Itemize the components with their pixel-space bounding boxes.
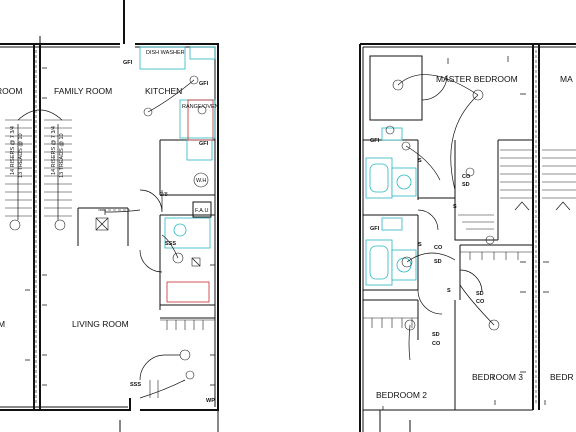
stair-right [458,149,576,230]
co-master: CO [462,174,471,180]
fau-unit [192,201,212,218]
range-oven-label: RANGE/OVEN [182,104,219,110]
sd-hall: SD [434,259,442,265]
room-label-partial-bedr: BEDR [550,372,574,382]
door-size-label: 2/8 [160,192,168,198]
switch-s1: S [453,204,457,210]
bath-fixtures [365,127,417,286]
room-label-living-room: LIVING ROOM [72,319,129,329]
wp-outlet: WP [206,398,215,404]
water-heater-icon [193,172,209,188]
dish-washer-label: DISH WASHER [146,50,185,56]
gfi-kitchen-1: GFI [199,81,209,87]
gfi-kitchen-2: GFI [199,141,209,147]
first-floor-plan: 14 RISERS @ 7 3/4 13 TREADS @ 10 14 RISE… [0,0,219,411]
water-heater-label: W.H [196,178,206,184]
switch-s3: S [418,242,422,248]
treads-label-right: 13 TREADS @ 10 [59,133,65,178]
co-hall: CO [434,245,443,251]
gfi-bath-1: GFI [370,138,380,144]
room-label-partial-m: M [0,319,5,329]
switch-s4: S [447,288,451,294]
room-label-bedroom-2: BEDROOM 2 [376,390,427,400]
range-oven [187,99,214,141]
co-bedroom-3: CO [476,299,485,305]
gfi-bath-2: GFI [370,226,380,232]
gfi-dish: GFI [123,60,133,66]
sd-bedroom-2: SD [432,332,440,338]
sss-entry: SSS [130,382,141,388]
fau-label: F.A.U [195,208,208,214]
sss-hall: SSS [165,241,176,247]
room-label-bedroom-3: BEDROOM 3 [472,372,523,382]
stair-left [5,119,72,220]
co-bedroom-2: CO [432,341,441,347]
room-label-master-bedroom: MASTER BEDROOM [436,74,518,84]
risers-label-right: 14 RISERS @ 7 3/4 [51,126,57,175]
sd-master: SD [462,182,470,188]
room-label-family-room: FAMILY ROOM [54,86,112,96]
switch-s2: S [418,158,422,164]
fixture-symbols-right [382,56,549,410]
room-label-partial-left: ROOM [0,86,22,96]
dish-washer-counter [139,46,186,70]
risers-label-left: 14 RISERS @ 7 3/4 [10,126,16,175]
treads-label-left: 13 TREADS @ 10 [18,133,24,178]
sd-bedroom-3: SD [476,291,484,297]
room-label-kitchen: KITCHEN [145,86,182,96]
room-label-partial-ma: MA [560,74,573,84]
second-floor-plan: MASTER BEDROOM MA BEDROOM 2 BEDROOM 3 BE… [359,43,576,432]
